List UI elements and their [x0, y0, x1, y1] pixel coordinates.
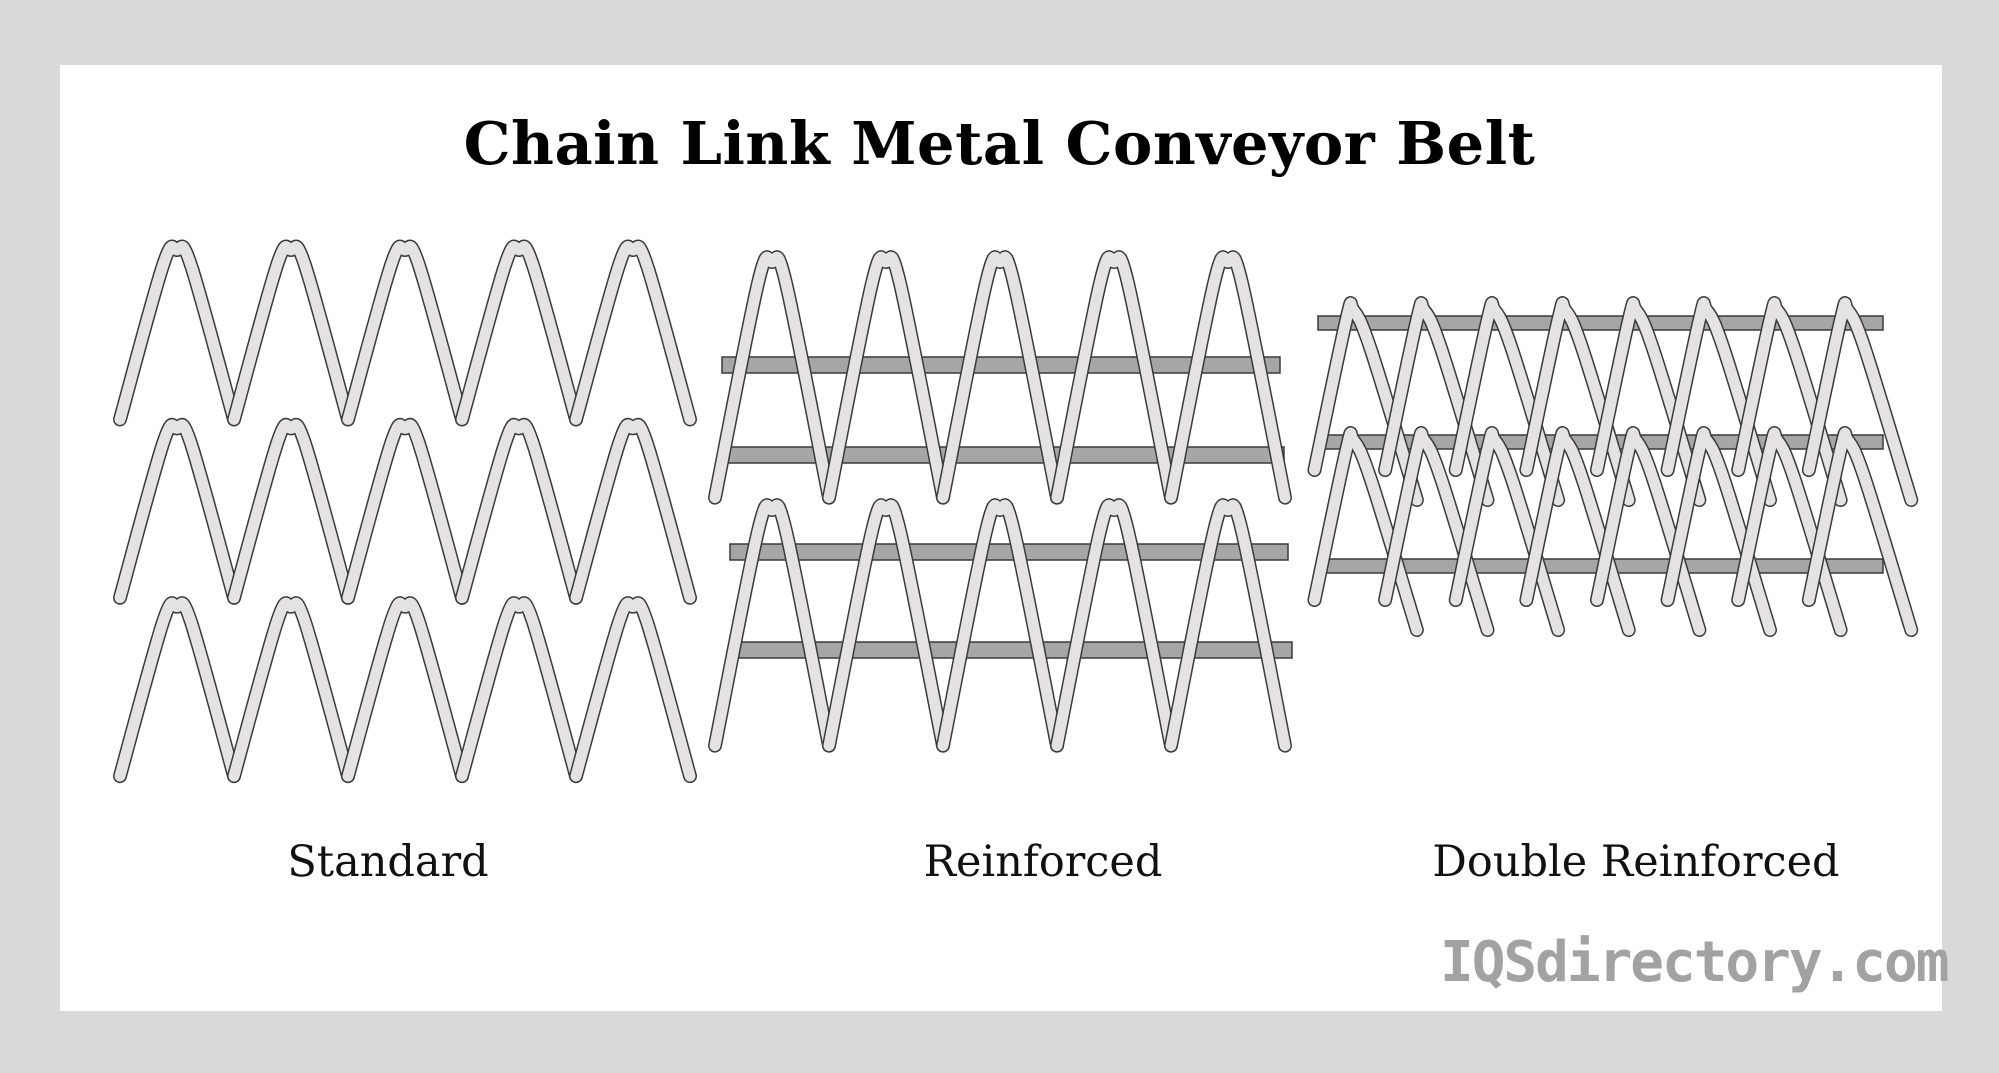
reinforced-wire-r0-c1	[823, 251, 949, 504]
standard-wire-r0-c2-outline	[341, 239, 469, 427]
reinforced-belt-caption: Reinforced	[923, 837, 1163, 887]
reinforced-wire-r1-c4	[1165, 499, 1291, 752]
reinforced-wire-r1-c0-outline	[708, 498, 836, 753]
standard-wire-r0-c2	[342, 241, 468, 425]
standard-wire-r2-c1-outline	[227, 596, 355, 784]
reinforced-wire-r1-c3	[1051, 499, 1177, 752]
diagram-title: Chain Link Metal Conveyor Belt	[463, 109, 1536, 178]
standard-wire-r0-c1-outline	[227, 239, 355, 427]
standard-wire-r1-c0-outline	[113, 417, 241, 605]
reinforced-wire-r0-c4	[1165, 251, 1291, 504]
reinforced-wire-r1-c2-outline	[936, 498, 1064, 753]
double-reinforced-belt-caption: Double Reinforced	[1432, 837, 1840, 887]
standard-wire-r1-c0	[114, 419, 240, 604]
reinforced-wire-r1-c4-outline	[1164, 498, 1292, 753]
standard-wire-r1-c4-outline	[569, 417, 697, 605]
reinforced-wire-r1-c1-outline	[822, 498, 950, 753]
standard-wire-r0-c1	[228, 241, 354, 425]
standard-belt-caption: Standard	[287, 837, 489, 887]
standard-wire-r2-c2-outline	[341, 596, 469, 784]
standard-wire-r1-c2	[342, 419, 468, 604]
double-wire-r1-c7	[1803, 427, 1917, 636]
standard-wire-r2-c3	[456, 597, 582, 782]
standard-wire-r2-c0	[114, 597, 240, 782]
standard-wire-r1-c3	[456, 419, 582, 604]
standard-wire-r2-c1	[228, 597, 354, 782]
reinforced-wire-r1-c0	[709, 499, 835, 752]
reinforced-wire-r0-c3	[1051, 251, 1177, 504]
standard-wire-r1-c2-outline	[341, 417, 469, 605]
standard-wire-r0-c4-outline	[569, 239, 697, 427]
double-reinforced-belt-illustration	[1307, 296, 1919, 637]
reinforced-belt-illustration	[708, 250, 1293, 753]
standard-wire-r2-c3-outline	[455, 596, 583, 784]
reinforced-rod-1	[725, 446, 1285, 464]
reinforced-wire-r0-c2	[937, 251, 1063, 504]
standard-wire-r1-c4	[570, 419, 696, 604]
standard-wire-r1-c1	[228, 419, 354, 604]
standard-belt-illustration	[113, 239, 697, 784]
standard-wire-r2-c4-outline	[569, 596, 697, 784]
standard-wire-r0-c3	[456, 241, 582, 425]
reinforced-wire-r0-c0	[709, 251, 835, 504]
standard-wire-r2-c4	[570, 597, 696, 782]
standard-wire-r2-c0-outline	[113, 596, 241, 784]
standard-wire-r1-c1-outline	[227, 417, 355, 605]
double-rod-0	[1317, 315, 1884, 331]
iqs-watermark-logo: IQSdirectory.com	[1440, 930, 1949, 995]
standard-wire-r2-c2	[342, 597, 468, 782]
double-wire-r0-c7	[1803, 297, 1917, 506]
standard-wire-r0-c0	[114, 241, 240, 425]
standard-wire-r0-c4	[570, 241, 696, 425]
standard-wire-r1-c3-outline	[455, 417, 583, 605]
reinforced-wire-r1-c1	[823, 499, 949, 752]
standard-wire-r0-c3-outline	[455, 239, 583, 427]
reinforced-wire-r1-c3-outline	[1050, 498, 1178, 753]
diagram-panel	[60, 65, 1942, 1011]
reinforced-wire-r1-c2	[937, 499, 1063, 752]
standard-wire-r0-c0-outline	[113, 239, 241, 427]
